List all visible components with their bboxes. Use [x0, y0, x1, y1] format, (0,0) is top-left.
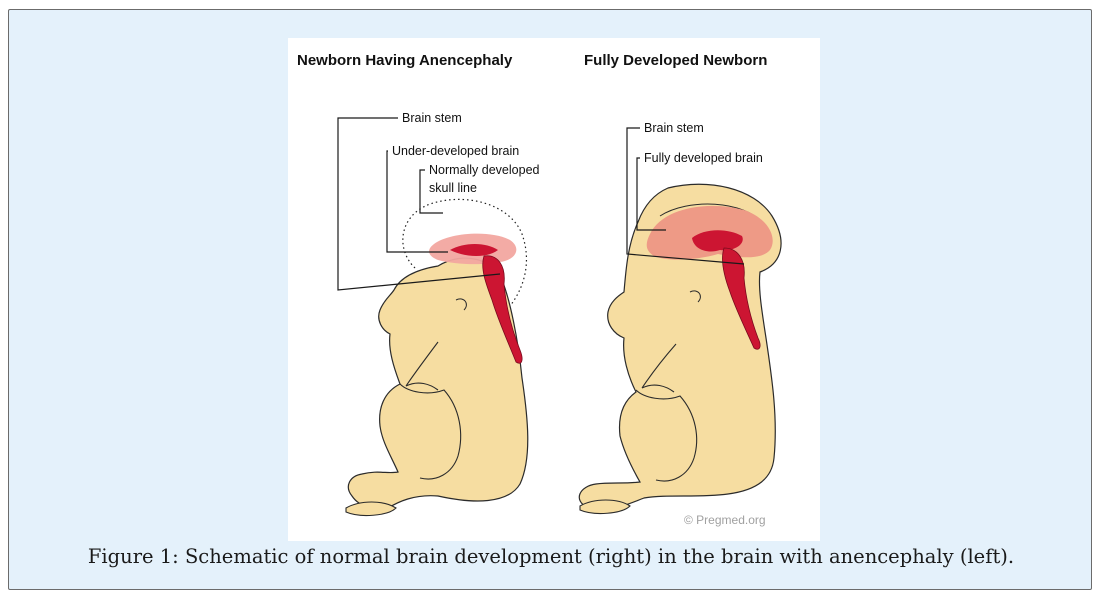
- label-text: Fully developed brain: [644, 151, 763, 165]
- figure-frame: Newborn Having Anencephaly Fully Develop…: [8, 9, 1092, 590]
- label-text: Brain stem: [644, 121, 704, 135]
- anencephaly-illustration: Newborn Having Anencephaly Fully Develop…: [288, 38, 820, 541]
- feet: [346, 502, 396, 515]
- label-text-line2: skull line: [429, 181, 477, 195]
- anencephaly-newborn: Brain stem Under-developed brain Normall…: [338, 111, 540, 515]
- label-normal-skull-line: Normally developed skull line: [420, 163, 540, 213]
- left-title: Newborn Having Anencephaly: [297, 52, 513, 69]
- figure-image: Newborn Having Anencephaly Fully Develop…: [288, 38, 820, 541]
- developed-newborn: Brain stem Fully developed brain: [579, 121, 781, 513]
- figure-caption: Figure 1: Schematic of normal brain deve…: [9, 545, 1092, 568]
- label-text-line1: Normally developed: [429, 163, 540, 177]
- label-underdeveloped-brain: Under-developed brain: [387, 144, 519, 252]
- copyright-text: © Pregmed.org: [684, 513, 766, 527]
- label-text: Under-developed brain: [392, 144, 519, 158]
- label-text: Brain stem: [402, 111, 462, 125]
- right-title: Fully Developed Newborn: [584, 52, 767, 69]
